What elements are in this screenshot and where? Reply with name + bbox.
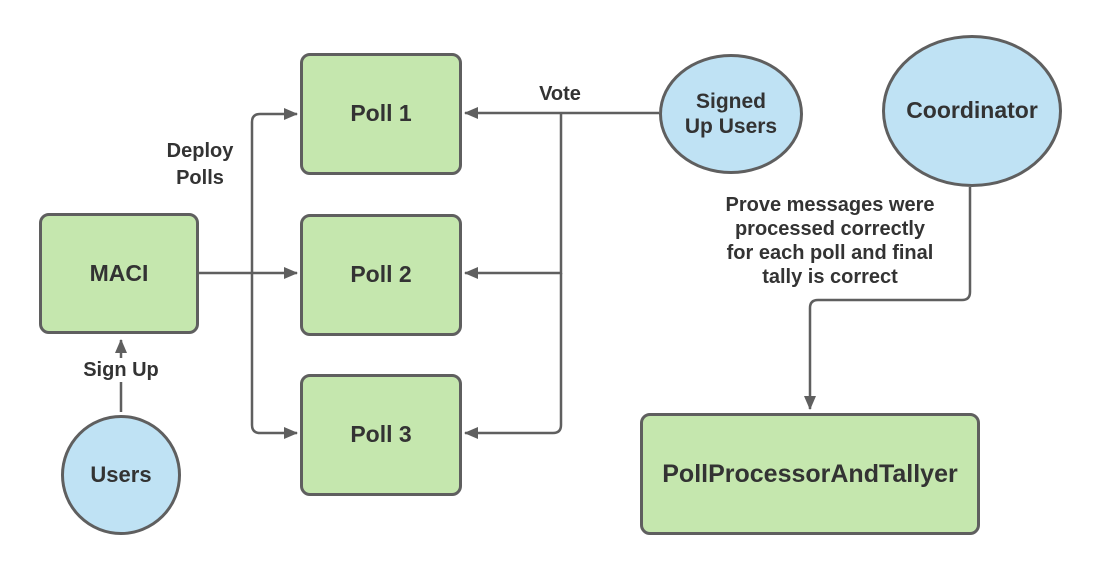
node-poll-1-label: Poll 1 <box>350 100 412 127</box>
node-poll-2[interactable]: Poll 2 <box>300 214 462 336</box>
edge-label-sign-up: Sign Up <box>60 358 182 382</box>
edge-label-prove-line1: Prove messages were <box>725 194 935 216</box>
edge-signedup-to-poll3 <box>464 273 563 439</box>
node-users[interactable]: Users <box>61 415 181 535</box>
edge-maci-to-poll3 <box>250 273 298 439</box>
edge-label-prove-line3: for each poll and final <box>726 242 934 264</box>
node-poll-1[interactable]: Poll 1 <box>300 53 462 175</box>
node-signed-up-users[interactable]: Signed Up Users <box>659 54 803 174</box>
node-poll-processor-and-tallyer-label: PollProcessorAndTallyer <box>662 460 958 488</box>
edge-signedup-to-poll2 <box>464 113 563 279</box>
edge-label-deploy-polls: Deploy Polls <box>150 138 250 192</box>
edge-label-deploy-polls-line2: Polls <box>176 167 224 189</box>
edge-label-prove-line4: tally is correct <box>762 266 898 288</box>
node-users-label: Users <box>90 461 152 487</box>
node-poll-3[interactable]: Poll 3 <box>300 374 462 496</box>
edge-label-prove: Prove messages were processed correctly … <box>698 193 962 289</box>
node-poll-processor-and-tallyer[interactable]: PollProcessorAndTallyer <box>640 413 980 535</box>
edge-label-deploy-polls-line1: Deploy <box>166 140 234 162</box>
edge-maci-to-poll1 <box>250 108 298 273</box>
node-coordinator-label: Coordinator <box>906 97 1038 124</box>
node-poll-2-label: Poll 2 <box>350 261 412 288</box>
node-poll-3-label: Poll 3 <box>350 421 412 448</box>
edge-label-prove-line2: processed correctly <box>734 218 926 240</box>
node-coordinator[interactable]: Coordinator <box>882 35 1062 187</box>
node-maci[interactable]: MACI <box>39 213 199 334</box>
node-maci-label: MACI <box>89 259 149 286</box>
edge-label-vote: Vote <box>520 82 600 106</box>
node-signed-up-users-line2: Up Users <box>684 115 778 138</box>
node-signed-up-users-line1: Signed <box>695 89 766 113</box>
